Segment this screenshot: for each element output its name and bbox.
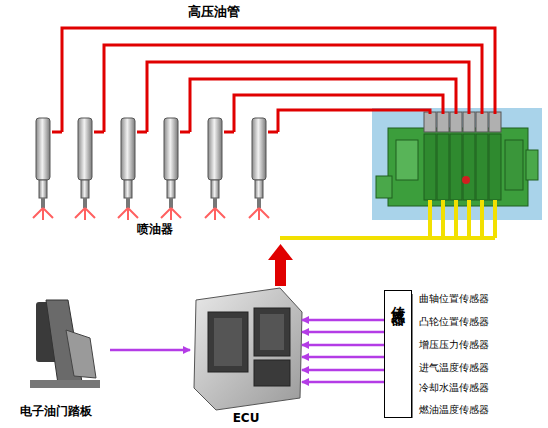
node-label: 电子油门踏板 <box>20 403 92 420</box>
signal-arrow <box>110 349 190 352</box>
injector-group: 喷油器 <box>20 112 290 238</box>
sensor-name: 燃油温度传感器 <box>419 403 489 417</box>
node-label: 喷油器 <box>137 221 173 238</box>
sensor-name: 冷却水温传感器 <box>419 381 489 395</box>
sensor-name: 凸轮位置传感器 <box>419 315 489 329</box>
signal-arrow <box>302 356 384 359</box>
signal-arrow <box>302 381 384 384</box>
control-arrow <box>268 244 293 286</box>
injector <box>33 118 269 220</box>
pipe-label: 高压油管 <box>188 3 240 21</box>
sensor-name: 进气温度传感器 <box>419 361 489 375</box>
sensor-box: 传感器 <box>384 290 412 418</box>
high-pressure-pipe <box>52 28 495 132</box>
signal-arrow <box>302 319 384 322</box>
node-label: ECU <box>233 411 260 425</box>
ecu-node: ECU <box>190 284 302 425</box>
pedal-node: 电子油门踏板 <box>2 296 110 420</box>
signal-arrow <box>302 344 384 347</box>
sensor-name: 增压压力传感器 <box>419 338 489 352</box>
ecu-unit <box>194 288 302 410</box>
sensor-name: 曲轴位置传感器 <box>419 292 489 306</box>
signal-arrow <box>302 369 384 372</box>
signal-arrow <box>302 331 384 334</box>
pedal <box>30 300 100 388</box>
control-line <box>280 200 495 238</box>
node-label: 传感器 <box>389 295 407 304</box>
